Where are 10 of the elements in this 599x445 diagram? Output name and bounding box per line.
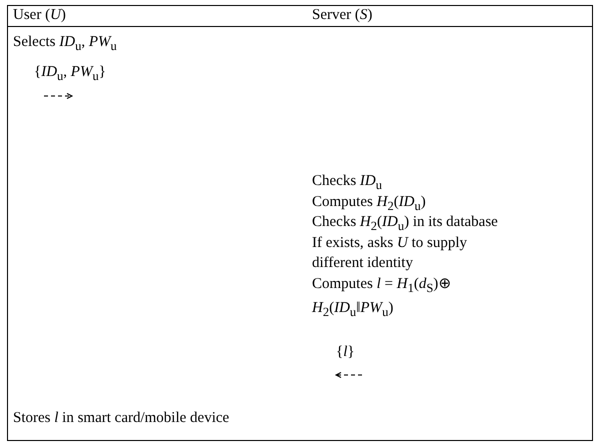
table-text: Computes l = H$_{1}$(d$_{S}$)⊕ H$_{2}$(ID$_{u}$‖PW$_{u}$) — [312, 274, 452, 321]
message-text: {ID$_{u}$, PW$_{u}$} — [34, 63, 106, 85]
message-text: {l} — [336, 343, 355, 362]
table-text: Selects ID$_{u}$, PW$_{u}$ — [13, 33, 117, 55]
table-text: Checks H$_{2}$(ID$_{u}$) in its database — [312, 213, 498, 235]
column-header: Server (S) — [312, 6, 372, 25]
table-text: Computes H$_{2}$(ID$_{u}$) — [312, 192, 426, 214]
column-header: User (U) — [13, 6, 66, 25]
table-text: Stores l in smart card/mobile device — [13, 409, 230, 428]
table-text: Checks ID$_{u}$ — [312, 172, 382, 194]
